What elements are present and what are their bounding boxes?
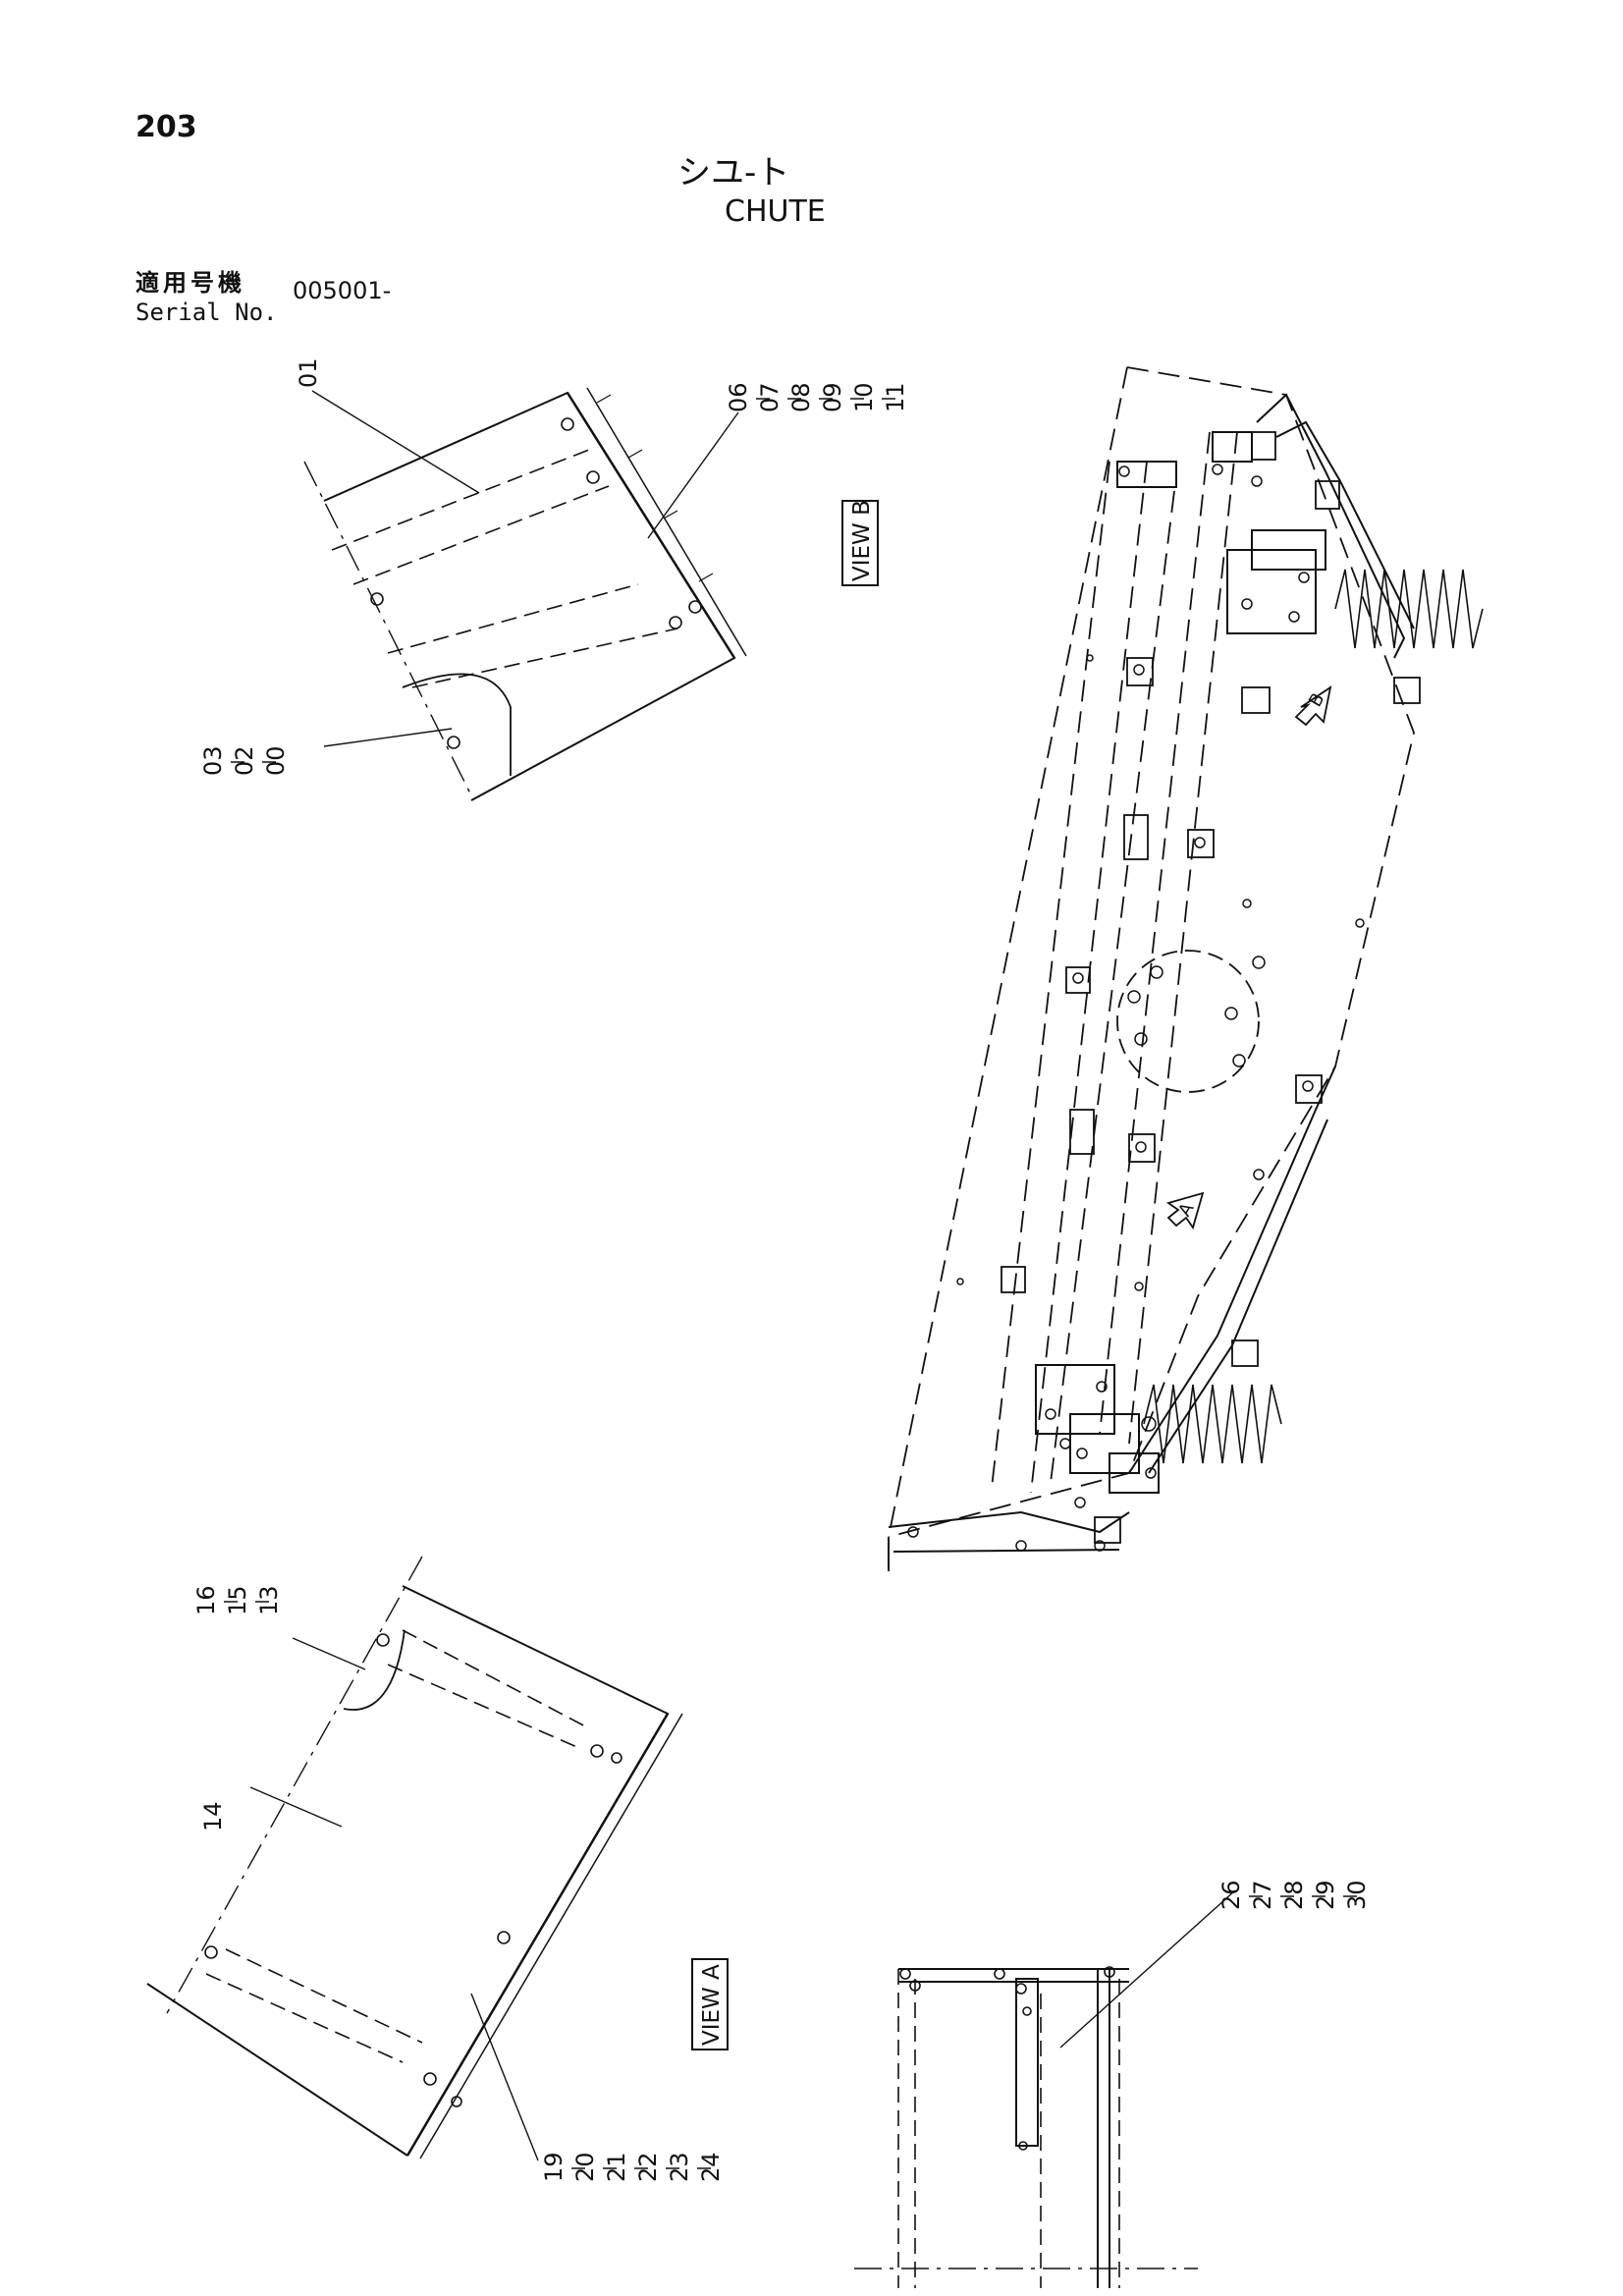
callout-13: 13: [255, 1585, 283, 1615]
page-number: 203: [135, 110, 197, 144]
callout-11: 11: [882, 382, 909, 412]
arrow-b-letter: B: [1305, 689, 1328, 710]
callout-23: 23: [666, 2152, 693, 2182]
callout-08: 08: [787, 382, 815, 412]
detail-view-a: [146, 1556, 683, 2161]
callout-14: 14: [199, 1801, 227, 1831]
callout-28: 28: [1280, 1880, 1308, 1910]
view-a-text: VIEW A: [699, 1964, 725, 2046]
spring-lower: [1143, 1384, 1282, 1464]
detail-bottom-right: [854, 1889, 1236, 2288]
callout-16: 16: [192, 1585, 220, 1615]
callout-19: 19: [540, 2152, 568, 2182]
view-arrow-a: [1165, 1191, 1205, 1230]
callout-07: 07: [756, 382, 784, 412]
callout-01: 01: [295, 357, 322, 388]
callout-20: 20: [571, 2152, 599, 2182]
callout-06: 06: [725, 382, 752, 412]
view-arrow-b: [1294, 685, 1332, 727]
view-b-text: VIEW B: [849, 500, 875, 581]
view-a-label: VIEW A: [691, 1958, 729, 2050]
serial-label-japanese: 適用号機: [135, 269, 245, 297]
callout-03: 03: [199, 745, 227, 776]
serial-label-english: Serial No.: [135, 299, 278, 326]
callout-10: 10: [850, 382, 878, 412]
detail-view-b: [303, 387, 747, 801]
callout-22: 22: [634, 2152, 662, 2182]
callout-21: 21: [603, 2152, 630, 2182]
spring-upper: [1334, 569, 1484, 649]
callout-26: 26: [1217, 1880, 1245, 1910]
callout-00: 00: [262, 745, 290, 776]
callout-27: 27: [1249, 1880, 1276, 1910]
callout-24: 24: [697, 2152, 725, 2182]
main-chute-assembly: [888, 366, 1484, 1571]
callout-29: 29: [1312, 1880, 1339, 1910]
callout-30: 30: [1343, 1880, 1371, 1910]
view-b-label: VIEW B: [841, 500, 879, 586]
callout-09: 09: [819, 382, 846, 412]
title-japanese: シユ-ト: [677, 153, 790, 192]
title-english: CHUTE: [725, 194, 826, 229]
callout-15: 15: [224, 1585, 251, 1615]
arrow-a-letter: A: [1174, 1199, 1199, 1221]
callout-02: 02: [231, 745, 258, 776]
serial-number-value: 005001-: [293, 277, 392, 304]
